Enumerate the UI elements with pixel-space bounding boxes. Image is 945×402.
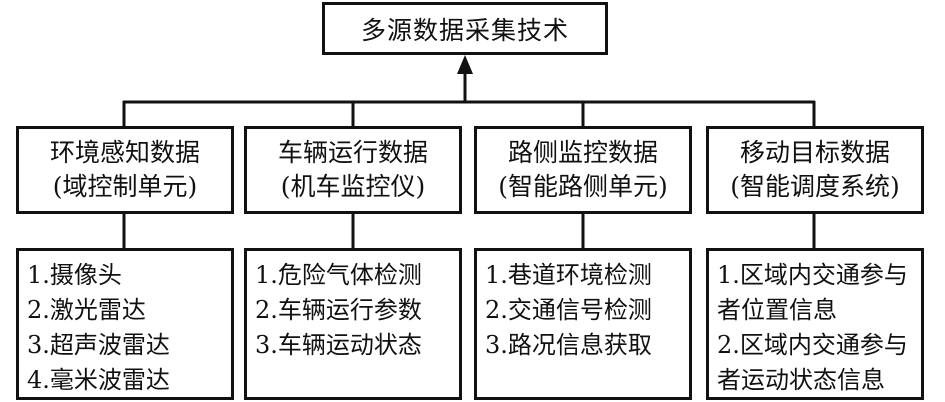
detail-list-vehicle: 1.危险气体检测 2.车辆运行参数 3.车辆运动状态 [244, 248, 462, 400]
category-title: 路侧监控数据 [507, 138, 658, 167]
detail-list-environment: 1.摄像头 2.激光雷达 3.超声波雷达 4.毫米波雷达 [16, 248, 234, 400]
list-item: 1.区域内交通参与 [717, 261, 908, 289]
category-node-moving-target: 移动目标数据 (智能调度系统) [706, 126, 924, 214]
list-item: 4.毫米波雷达 [27, 366, 170, 394]
category-subtitle: (智能路侧单元) [498, 172, 668, 201]
detail-list-roadside: 1.巷道环境检测 2.交通信号检测 3.路况信息获取 [474, 248, 692, 400]
list-item: 1.巷道环境检测 [485, 261, 652, 289]
arrow-head [457, 55, 473, 74]
detail-list-moving-target: 1.区域内交通参与 者位置信息 2.区域内交通参与 者运动状态信息 [706, 248, 924, 400]
category-title: 移动目标数据 [739, 138, 890, 167]
list-item: 1.危险气体检测 [255, 261, 422, 289]
list-item: 2.区域内交通参与 [717, 331, 908, 359]
category-title: 车辆运行数据 [277, 138, 428, 167]
list-item: 3.车辆运动状态 [255, 331, 422, 359]
list-item: 1.摄像头 [27, 261, 122, 289]
list-item: 3.超声波雷达 [27, 331, 170, 359]
category-node-roadside: 路侧监控数据 (智能路侧单元) [474, 126, 692, 214]
list-item: 者位置信息 [717, 296, 837, 324]
category-node-vehicle: 车辆运行数据 (机车监控仪) [244, 126, 462, 214]
category-title: 环境感知数据 [49, 138, 200, 167]
category-subtitle: (域控制单元) [52, 172, 198, 201]
category-subtitle: (智能调度系统) [730, 172, 900, 201]
category-node-environment: 环境感知数据 (域控制单元) [16, 126, 234, 214]
root-node: 多源数据采集技术 [322, 2, 608, 55]
list-item: 3.路况信息获取 [485, 331, 652, 359]
list-item: 者运动状态信息 [717, 366, 885, 394]
root-title: 多源数据采集技术 [360, 15, 569, 45]
list-item: 2.车辆运行参数 [255, 296, 422, 324]
list-item: 2.交通信号检测 [485, 296, 652, 324]
list-item: 2.激光雷达 [27, 296, 146, 324]
category-subtitle: (机车监控仪) [280, 172, 426, 201]
